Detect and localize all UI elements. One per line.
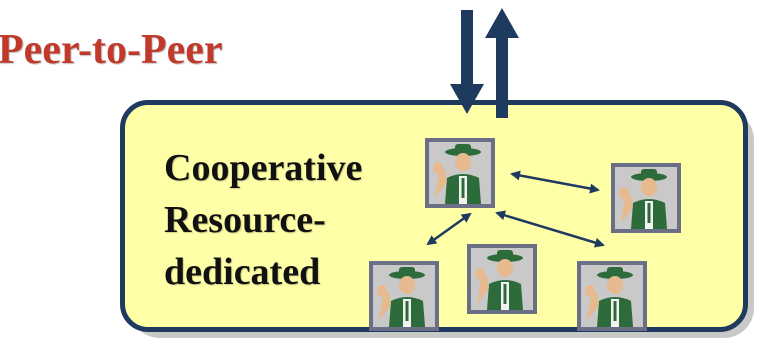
diagram-title: Peer-to-Peer xyxy=(0,27,223,73)
peer-icon-right xyxy=(611,163,681,233)
link-top-right xyxy=(510,170,600,194)
label-resource: Resource- xyxy=(164,199,326,241)
panel-labels: Cooperative Resource- dedicated xyxy=(164,142,362,298)
link-top-bottomright xyxy=(495,210,605,248)
peer-icon-bottom-center xyxy=(467,244,537,314)
up-arrow xyxy=(485,8,519,118)
peer-icon-bottom-left xyxy=(369,261,439,331)
peer-icon-top xyxy=(425,138,495,208)
link-top-left xyxy=(426,212,472,246)
down-arrow xyxy=(450,10,484,114)
peer-icon-bottom-right xyxy=(577,261,647,331)
label-cooperative: Cooperative xyxy=(164,147,363,189)
label-dedicated: dedicated xyxy=(164,251,321,293)
